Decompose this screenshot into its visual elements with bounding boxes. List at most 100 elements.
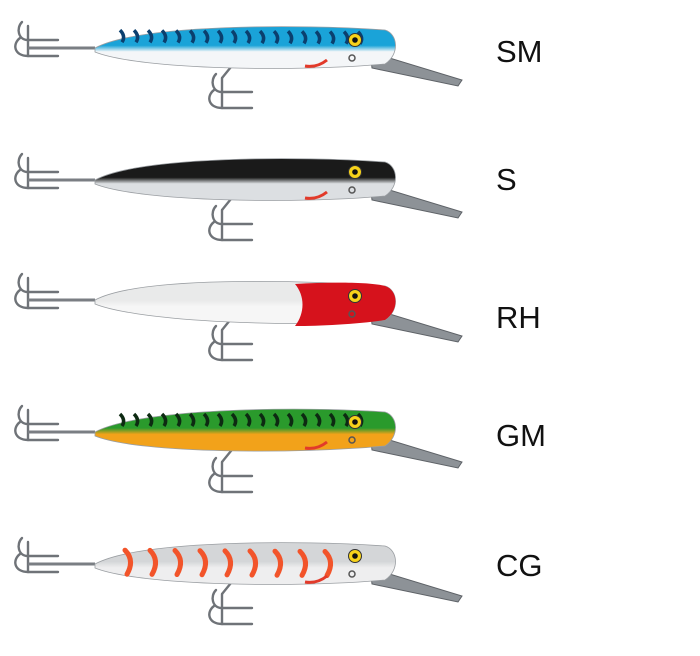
lure-row-cg: CG [0, 516, 700, 646]
line-tie [348, 310, 356, 318]
mackerel-stripe [328, 412, 336, 427]
mackerel-stripe [118, 412, 126, 427]
hook-bend [26, 170, 60, 190]
pupil [352, 553, 358, 559]
mackerel-stripe [342, 412, 350, 427]
lure-image-sm [14, 20, 463, 110]
front-treble-hook-icon [14, 152, 60, 190]
mackerel-stripe [132, 29, 140, 44]
mackerel-stripe [314, 412, 322, 427]
front-treble-hook-icon [14, 404, 60, 442]
belly-treble-hook-icon [208, 72, 254, 110]
hook-shank [208, 324, 224, 362]
gill-mark [304, 440, 328, 450]
lure-row-s: S [0, 132, 700, 262]
mackerel-stripe [188, 29, 196, 44]
color-code-label: CG [496, 548, 543, 583]
mackerel-stripe [174, 412, 182, 427]
pupil [352, 37, 358, 43]
lure-image-s [14, 152, 463, 242]
mackerel-stripe [244, 412, 252, 427]
hook-shank [208, 456, 224, 494]
hook-bend [220, 606, 254, 626]
orange-bar [297, 548, 308, 578]
mackerel-stripe [188, 412, 196, 427]
lure-body [94, 26, 396, 69]
orange-bar [322, 549, 333, 579]
mackerel-stripe [174, 29, 182, 44]
hook-shank [208, 72, 224, 110]
orange-bar [147, 547, 158, 577]
front-treble-hook-icon [14, 536, 60, 574]
mackerel-stripe [230, 29, 238, 44]
mackerel-stripe [314, 30, 322, 45]
hook-bend [220, 342, 254, 362]
gill-mark [304, 58, 328, 68]
lure-image-gm [14, 404, 463, 494]
color-code-label: S [496, 162, 517, 197]
red-head [295, 282, 396, 326]
pupil [352, 169, 358, 175]
hook-bend [220, 474, 254, 494]
hook-shank [208, 204, 224, 242]
orange-bar [172, 548, 183, 578]
mackerel-stripe [146, 412, 154, 427]
hook-bend [26, 554, 60, 574]
belly-treble-hook-icon [208, 324, 254, 362]
hook-shank [14, 152, 30, 190]
line-tie [348, 186, 356, 194]
pupil [352, 419, 358, 425]
mackerel-stripe [300, 30, 308, 45]
mackerel-stripe [160, 412, 168, 427]
mackerel-stripe [132, 412, 140, 427]
mackerel-stripe [216, 412, 224, 427]
mackerel-stripe [244, 29, 252, 44]
belly-treble-hook-icon [208, 588, 254, 626]
hook-bend [220, 90, 254, 110]
hook-shank [14, 404, 30, 442]
hook-shank [14, 20, 30, 58]
orange-bar [222, 548, 233, 578]
mackerel-stripe [160, 29, 168, 44]
gill-mark [304, 190, 328, 200]
mackerel-stripe [300, 412, 308, 427]
belly-treble-hook-icon [208, 456, 254, 494]
lure-row-rh: RH [0, 252, 700, 382]
mackerel-stripe [342, 30, 350, 45]
orange-bar [197, 548, 208, 578]
lure-image-rh [14, 272, 463, 362]
hook-bend [26, 422, 60, 442]
hook-bend [26, 290, 60, 310]
color-code-label: SM [496, 34, 543, 69]
lure-body [94, 158, 396, 201]
lure-body [94, 542, 396, 585]
hook-bend [26, 38, 60, 58]
mackerel-stripe [258, 412, 266, 427]
orange-bar [272, 548, 283, 578]
color-code-label: GM [496, 418, 546, 453]
hook-shank [14, 536, 30, 574]
mackerel-stripe [258, 29, 266, 45]
mackerel-stripe [202, 412, 210, 427]
hook-shank [208, 588, 224, 626]
mackerel-stripe [230, 412, 238, 427]
belly-treble-hook-icon [208, 204, 254, 242]
hook-shank [14, 272, 30, 310]
mackerel-stripe [118, 28, 126, 44]
orange-bar [247, 548, 258, 578]
mackerel-stripe [202, 29, 210, 44]
color-code-label: RH [496, 300, 541, 335]
mackerel-stripe [216, 29, 224, 44]
front-treble-hook-icon [14, 272, 60, 310]
mackerel-stripe [272, 412, 280, 427]
front-treble-hook-icon [14, 20, 60, 58]
gill-mark [304, 574, 328, 584]
line-tie [348, 570, 356, 578]
hook-bend [220, 222, 254, 242]
line-tie [348, 436, 356, 444]
mackerel-stripe [286, 412, 294, 427]
lure-image-cg [14, 536, 463, 626]
lure-row-sm: SM [0, 0, 700, 130]
mackerel-stripe [286, 30, 294, 45]
orange-bar [122, 547, 133, 577]
